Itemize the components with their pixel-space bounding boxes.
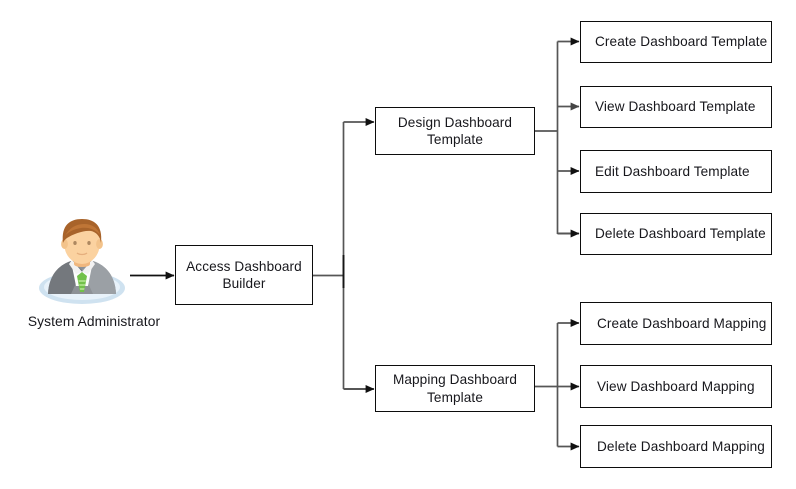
node-delete-dashboard-template[interactable]: Delete Dashboard Template — [580, 213, 772, 255]
node-create-dashboard-mapping[interactable]: Create Dashboard Mapping — [580, 302, 772, 345]
actor-label: System Administrator — [27, 314, 161, 329]
user-avatar-icon — [36, 214, 128, 306]
node-delete-dashboard-mapping[interactable]: Delete Dashboard Mapping — [580, 425, 772, 468]
node-access-dashboard-builder[interactable]: Access Dashboard Builder — [175, 245, 313, 305]
node-mapping-dashboard-template[interactable]: Mapping Dashboard Template — [375, 365, 535, 412]
node-design-dashboard-template[interactable]: Design Dashboard Template — [375, 107, 535, 155]
node-create-dashboard-template[interactable]: Create Dashboard Template — [580, 21, 772, 63]
node-view-dashboard-template[interactable]: View Dashboard Template — [580, 86, 772, 128]
node-view-dashboard-mapping[interactable]: View Dashboard Mapping — [580, 365, 772, 408]
node-edit-dashboard-template[interactable]: Edit Dashboard Template — [580, 150, 772, 193]
